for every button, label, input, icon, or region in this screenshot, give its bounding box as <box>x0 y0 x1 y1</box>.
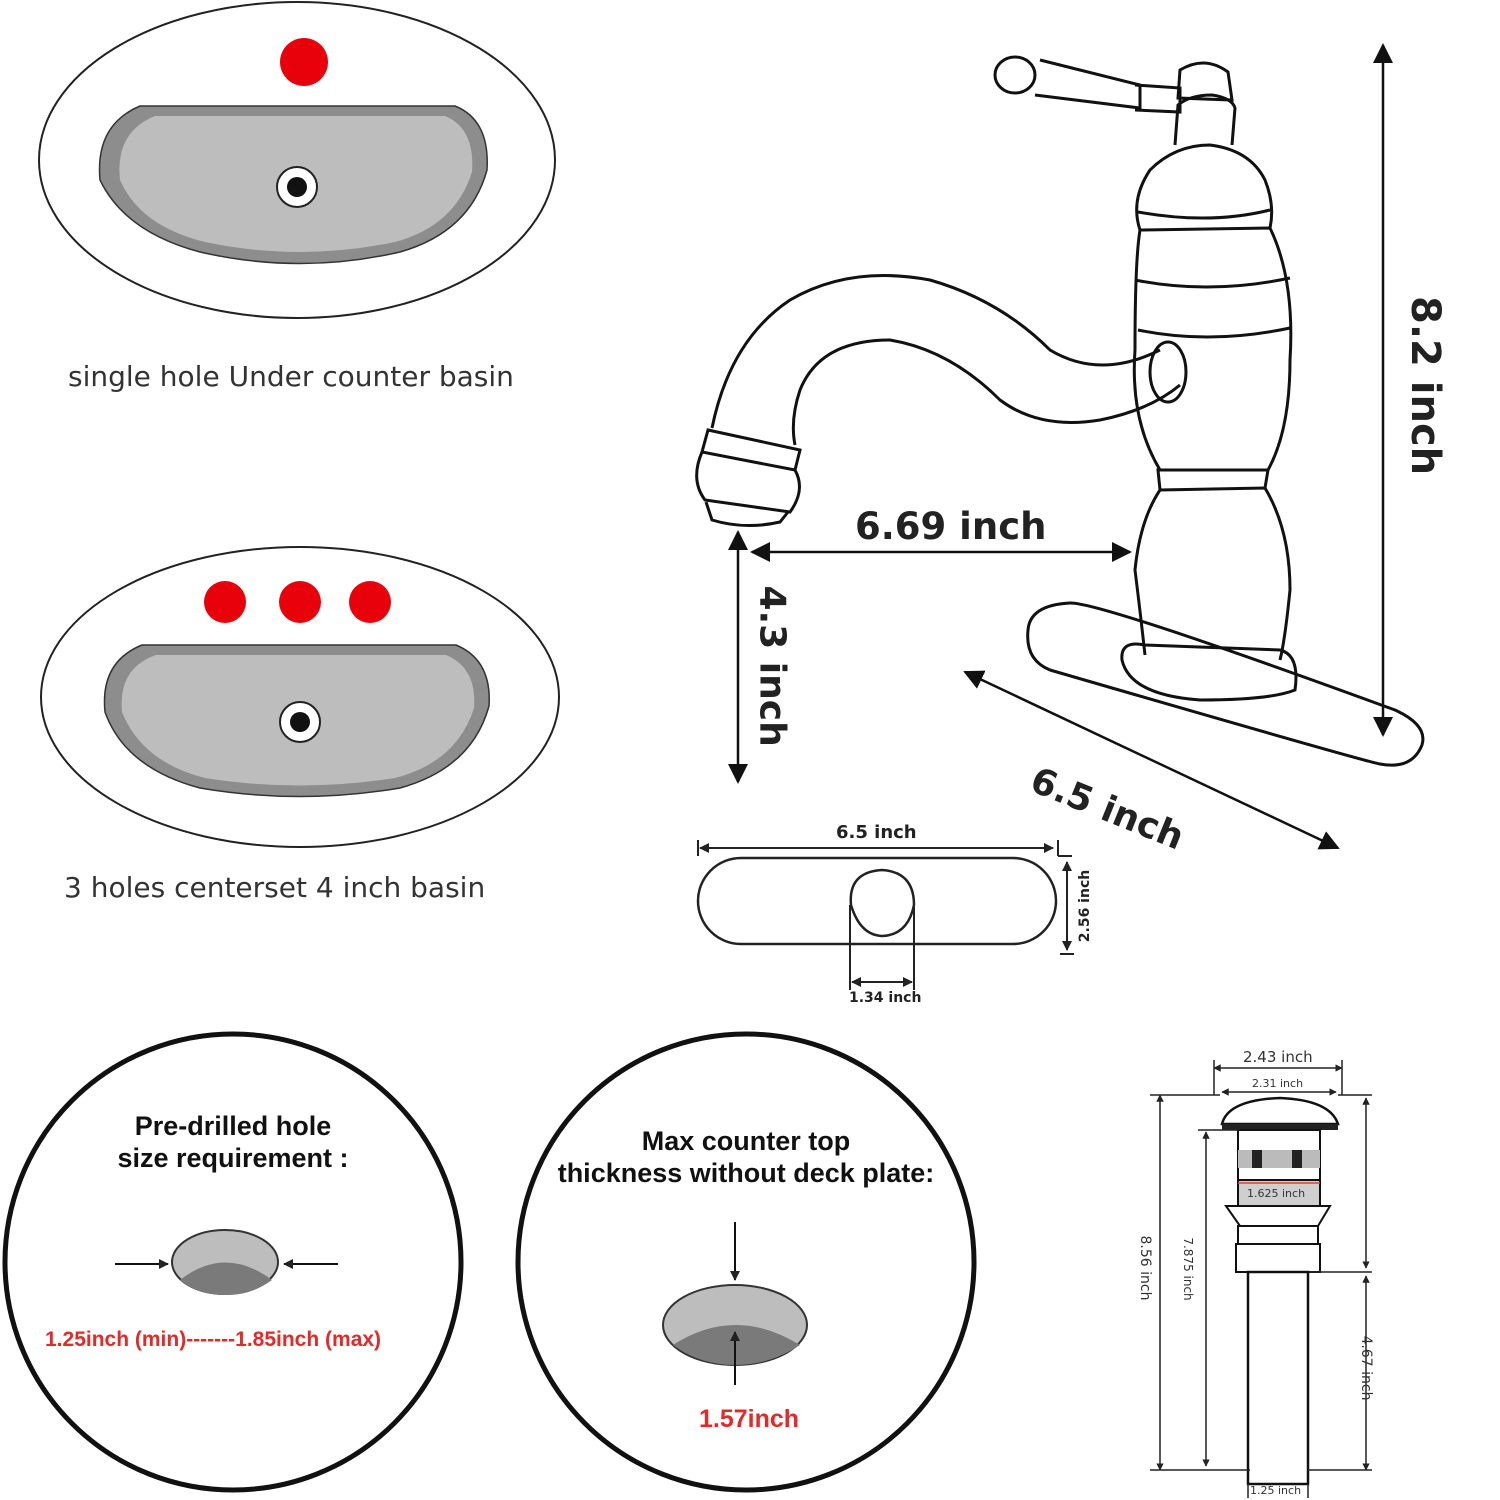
hole-requirement-title: Pre-drilled hole size requirement : <box>83 1110 383 1174</box>
drain-tail-height-label: 4.67 inch <box>1358 1335 1374 1401</box>
faucet-hole-marker-right <box>349 581 391 623</box>
counter-thickness-panel <box>515 1031 977 1493</box>
plate-length-dimension-line <box>963 670 1340 850</box>
hole-requirement-title-line2: size requirement : <box>117 1143 349 1173</box>
single-hole-basin <box>38 1 556 319</box>
deck-plate-hole-label: 1.34 inch <box>849 990 922 1006</box>
drain-bottom-label: 1.25 inch <box>1250 1484 1302 1497</box>
three-hole-basin <box>40 546 560 848</box>
counter-thickness-title-line2: thickness without deck plate: <box>557 1158 935 1188</box>
counter-thickness-value: 1.57inch <box>699 1405 800 1433</box>
hole-range-label: 1.25inch (min)-------1.85inch (max) <box>45 1328 382 1351</box>
pre-drilled-hole-panel <box>2 1031 464 1493</box>
height-label: 8.2 inch <box>1402 296 1448 476</box>
faucet-hole-marker <box>280 38 328 86</box>
spout-height-label: 4.3 inch <box>751 585 793 747</box>
faucet-drawing <box>695 55 1425 767</box>
hole-requirement-title-line1: Pre-drilled hole <box>134 1111 332 1141</box>
deck-plate-width-label: 2.56 inch <box>1077 869 1093 943</box>
counter-thickness-title-line1: Max counter top <box>641 1126 851 1156</box>
drain-top-outer-label: 2.43 inch <box>1243 1048 1313 1066</box>
pop-up-drain-drawing <box>1150 1060 1372 1498</box>
faucet-hole-marker-center <box>279 581 321 623</box>
drain-top-inner-label: 2.31 inch <box>1252 1077 1304 1090</box>
drain-middle-label: 1.625 inch <box>1247 1187 1306 1200</box>
drain-total-height-label: 8.56 inch <box>1137 1235 1153 1301</box>
deck-plate-drawing <box>696 840 1074 990</box>
drain-inner-height-label: 7.875 inch <box>1181 1237 1195 1301</box>
faucet-hole-marker-left <box>204 581 246 623</box>
deck-plate-length-label: 6.5 inch <box>836 822 917 843</box>
counter-thickness-title: Max counter top thickness without deck p… <box>546 1125 946 1189</box>
three-hole-basin-caption: 3 holes centerset 4 inch basin <box>64 871 486 904</box>
reach-label: 6.69 inch <box>855 505 1047 548</box>
single-hole-basin-caption: single hole Under counter basin <box>68 360 514 393</box>
